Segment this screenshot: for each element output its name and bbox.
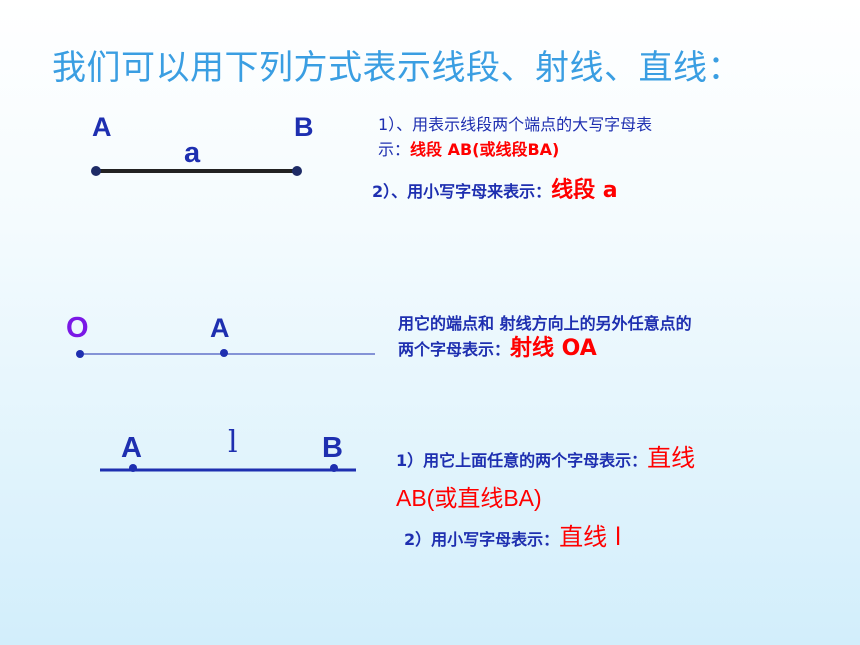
line-desc2-prefix: 2）用小写字母表示： xyxy=(404,530,560,549)
segment-endpoint-b xyxy=(292,166,302,176)
line-label-b: B xyxy=(322,432,343,464)
line-description-2: 2）用小写字母表示：直线 l xyxy=(404,525,621,552)
ray-point-a xyxy=(220,349,228,357)
segment-description-1: 1）、用表示线段两个端点的大写字母表 示：线段 AB(或线段BA) xyxy=(378,112,652,162)
ray-point-o xyxy=(76,350,84,358)
ray-desc-prefix: 两个字母表示： xyxy=(398,340,511,359)
line-desc1-highlight-b: AB(或直线BA) xyxy=(396,485,542,511)
segment-desc2-highlight: 线段 a xyxy=(551,178,618,203)
segment-label-a: A xyxy=(92,112,112,142)
line-desc1-prefix: 1）用它上面任意的两个字母表示： xyxy=(396,451,648,470)
line-point-a xyxy=(129,464,137,472)
segment-desc2-prefix: 2）、用小写字母来表示： xyxy=(372,182,552,201)
segment-endpoint-a xyxy=(91,166,101,176)
segment-desc1-line2: 示：线段 AB(或线段BA) xyxy=(378,137,652,162)
segment-description-2: 2）、用小写字母来表示：线段 a xyxy=(372,178,618,204)
ray-description: 用它的端点和 射线方向上的另外任意点的 两个字母表示：射线 OA xyxy=(398,311,692,362)
segment-label-lowercase-a: a xyxy=(184,137,201,169)
segment-desc1-line1: 1）、用表示线段两个端点的大写字母表 xyxy=(378,115,653,134)
ray-label-o: O xyxy=(66,312,89,344)
line-point-b xyxy=(330,464,338,472)
segment-label-b: B xyxy=(294,112,314,142)
segment-desc1-highlight: 线段 AB(或线段BA) xyxy=(410,140,560,159)
line-label-l: l xyxy=(228,425,238,460)
line-description-1: 1）用它上面任意的两个字母表示：直线 xyxy=(396,446,695,473)
ray-desc-line2: 两个字母表示：射线 OA xyxy=(398,336,692,362)
line-label-a: A xyxy=(121,432,142,464)
ray-label-a: A xyxy=(210,313,230,343)
line-desc2-highlight: 直线 l xyxy=(559,523,622,551)
ray-desc-highlight: 射线 OA xyxy=(510,336,597,361)
line-desc1-highlight-a: 直线 xyxy=(647,444,696,472)
ray-desc-line1: 用它的端点和 射线方向上的另外任意点的 xyxy=(398,314,692,333)
segment-desc1-cont: 示： xyxy=(378,140,411,159)
page-title: 我们可以用下列方式表示线段、射线、直线： xyxy=(52,48,742,88)
